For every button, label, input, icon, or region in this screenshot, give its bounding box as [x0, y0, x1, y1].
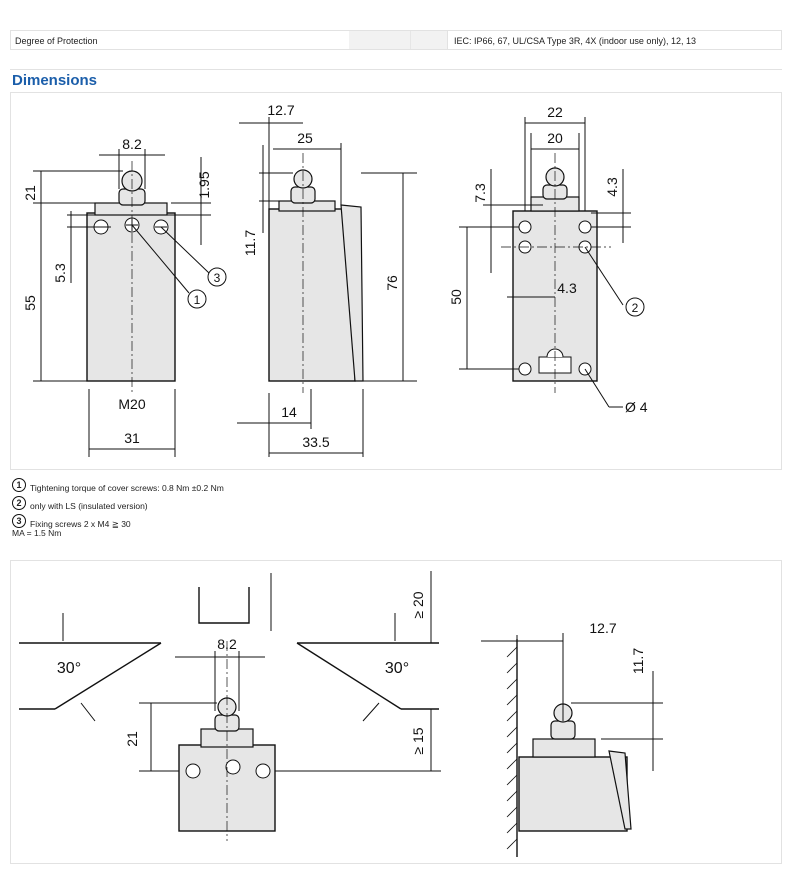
footnote-text: Fixing screws 2 x M4 ≧ 30	[30, 518, 131, 529]
actuation-right: 12.7 11.7	[481, 620, 663, 857]
dim-label: 31	[124, 430, 140, 446]
dim-label: 8.2	[217, 636, 237, 652]
protection-row: Degree of Protection IEC: IP66, 67, UL/C…	[10, 30, 782, 50]
callout-icon: 2	[12, 496, 26, 510]
dim-label: 11.7	[242, 230, 258, 256]
footnote-2: 2 only with LS (insulated version)	[12, 494, 224, 512]
callout-2: 2	[632, 301, 639, 315]
dim-label: Ø 4	[625, 399, 648, 415]
dimension-drawing-2: 30° 8.2 21 30° ≥ 20 ≥ 15	[19, 571, 663, 857]
back-view: 22 20 7.3 4.3 50 4.3 2 Ø 4	[448, 104, 648, 415]
actuation-drawing-panel: 30° 8.2 21 30° ≥ 20 ≥ 15	[10, 560, 782, 864]
dim-label: 76	[384, 275, 400, 291]
protection-value: IEC: IP66, 67, UL/CSA Type 3R, 4X (indoo…	[447, 31, 781, 49]
side-view: 12.7 25 11.7 76 14 33.5	[237, 102, 417, 457]
dim-label: 12.7	[267, 102, 294, 118]
dim-label: 55	[22, 295, 38, 311]
callout-1: 1	[194, 293, 201, 307]
callout-3: 3	[214, 271, 221, 285]
protection-label: Degree of Protection	[15, 36, 98, 46]
footnotes: 1 Tightening torque of cover screws: 0.8…	[12, 476, 224, 538]
dim-label: ≥ 20	[410, 591, 426, 618]
footnote-1: 1 Tightening torque of cover screws: 0.8…	[12, 476, 224, 494]
dim-label: 14	[281, 404, 297, 420]
dim-label: 5.3	[52, 263, 68, 283]
empty-cell	[410, 31, 447, 49]
divider	[10, 69, 782, 70]
angle-label: 30°	[385, 660, 409, 677]
dim-label: 33.5	[302, 434, 329, 450]
dim-label: 12.7	[589, 620, 616, 636]
dim-label: 22	[547, 104, 563, 120]
dim-label: 21	[124, 731, 140, 747]
dim-label: 50	[448, 289, 464, 305]
torque-note: MA = 1.5 Nm	[12, 528, 62, 538]
dim-label: 25	[297, 130, 313, 146]
footnote-text: only with LS (insulated version)	[30, 501, 148, 511]
dim-label: ≥ 15	[410, 727, 426, 754]
dim-label: M20	[118, 396, 145, 412]
angle-label: 30°	[57, 660, 81, 677]
callout-icon: 1	[12, 478, 26, 492]
dim-label: 11.7	[630, 648, 646, 674]
front-view: 8.2 21 1.95 5.3 55 M20 31 1 3	[22, 136, 227, 457]
dim-label: 4.3	[604, 177, 620, 197]
footnote-text: Tightening torque of cover screws: 0.8 N…	[30, 483, 224, 493]
dim-label: 8.2	[122, 136, 142, 152]
dimension-drawing-1: 8.2 21 1.95 5.3 55 M20 31 1 3 12.7 25 11…	[22, 102, 648, 457]
dim-label: 21	[22, 185, 38, 201]
empty-cell	[349, 31, 410, 49]
section-title: Dimensions	[12, 72, 98, 89]
callout-icon: 3	[12, 514, 26, 528]
dim-label: 1.95	[196, 171, 212, 198]
dim-label: 4.3	[557, 280, 577, 296]
dimensions-drawing-panel: 8.2 21 1.95 5.3 55 M20 31 1 3 12.7 25 11…	[10, 92, 782, 470]
footnote-3: 3 Fixing screws 2 x M4 ≧ 30	[12, 512, 224, 530]
actuation-left: 30° 8.2 21 30° ≥ 20 ≥ 15	[19, 571, 441, 841]
dim-label: 7.3	[472, 183, 488, 203]
dim-label: 20	[547, 130, 563, 146]
